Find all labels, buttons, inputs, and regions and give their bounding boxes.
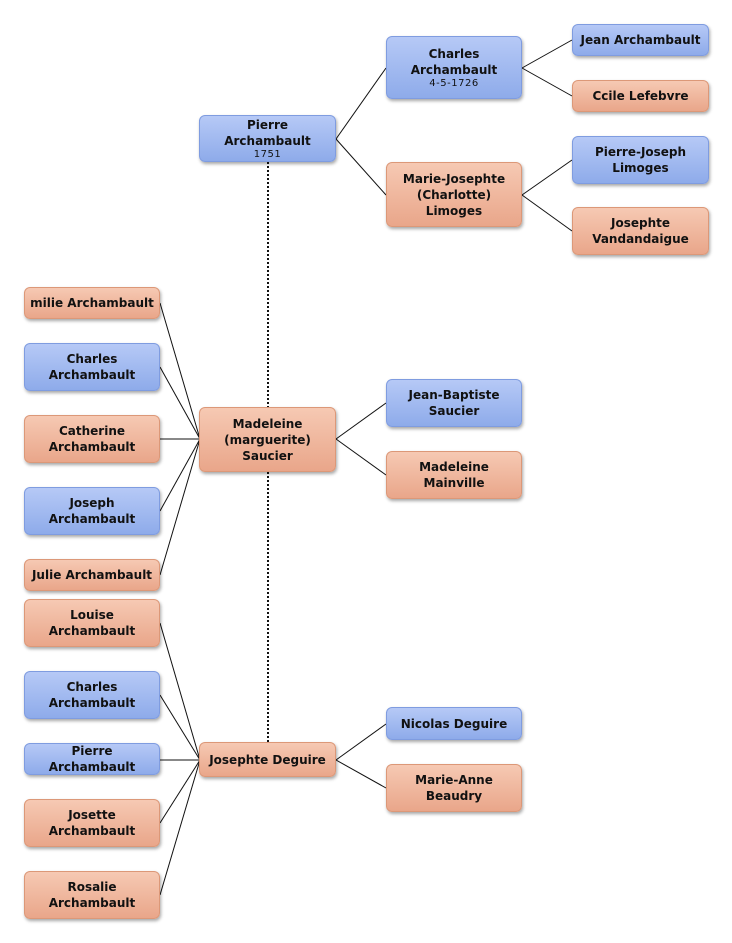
person-name: Josephte Vandandaigue xyxy=(592,216,689,246)
person-name: Rosalie Archambault xyxy=(48,880,136,910)
child-link xyxy=(159,366,201,440)
person-name: Charles Archambault xyxy=(48,680,136,710)
person-node-pierre-archambault[interactable]: Pierre Archambault 1751 xyxy=(199,115,336,162)
person-name: Pierre Archambault xyxy=(48,744,136,774)
child-link xyxy=(159,759,201,896)
person-name: Jean Archambault xyxy=(580,33,701,47)
parent-link xyxy=(521,194,573,232)
person-name: Julie Archambault xyxy=(31,568,153,582)
person-date: 4-5-1726 xyxy=(429,77,479,89)
parent-link xyxy=(335,402,387,440)
person-node-charles-archambault-child-2[interactable]: Charles Archambault xyxy=(24,671,160,719)
person-name: Joseph Archambault xyxy=(48,496,136,526)
person-name: Pierre Archambault xyxy=(224,117,311,148)
child-link xyxy=(159,438,201,512)
person-node-nicolas-deguire[interactable]: Nicolas Deguire xyxy=(386,707,522,740)
parent-link xyxy=(335,138,387,196)
child-link xyxy=(159,759,201,824)
person-name: Josephte Deguire xyxy=(209,752,326,767)
person-node-joseph-archambault[interactable]: Joseph Archambault xyxy=(24,487,160,535)
person-node-charles-archambault-father[interactable]: Charles Archambault 4-5-1726 xyxy=(386,36,522,99)
person-name: Madeleine (marguerite) Saucier xyxy=(224,416,311,463)
person-node-madeleine-saucier[interactable]: Madeleine (marguerite) Saucier xyxy=(199,407,336,472)
person-name: Marie-Josephte (Charlotte) Limoges xyxy=(402,171,506,218)
child-link xyxy=(159,622,201,761)
parent-link xyxy=(521,39,573,69)
person-node-pierre-archambault-child[interactable]: Pierre Archambault xyxy=(24,743,160,775)
person-node-catherine-archambault[interactable]: Catherine Archambault xyxy=(24,415,160,463)
person-name: Nicolas Deguire xyxy=(400,716,508,731)
person-node-jean-archambault[interactable]: Jean Archambault xyxy=(572,24,709,56)
person-node-jean-baptiste-saucier[interactable]: Jean-Baptiste Saucier xyxy=(386,379,522,427)
person-node-julie-archambault[interactable]: Julie Archambault xyxy=(24,559,160,591)
person-name: Pierre-Joseph Limoges xyxy=(594,145,687,175)
parent-link xyxy=(335,438,387,476)
person-name: Charles Archambault xyxy=(48,352,136,382)
parent-link xyxy=(521,159,573,196)
person-node-louise-archambault[interactable]: Louise Archambault xyxy=(24,599,160,647)
person-node-rosalie-archambault[interactable]: Rosalie Archambault xyxy=(24,871,160,919)
parent-link xyxy=(335,723,387,761)
person-node-josephte-vandandaigue[interactable]: Josephte Vandandaigue xyxy=(572,207,709,255)
person-node-marie-anne-beaudry[interactable]: Marie-Anne Beaudry xyxy=(386,764,522,812)
person-name: milie Archambault xyxy=(30,296,154,310)
child-link xyxy=(159,438,201,576)
child-link xyxy=(159,694,201,761)
person-name: Marie-Anne Beaudry xyxy=(415,773,493,803)
person-node-josephte-deguire[interactable]: Josephte Deguire xyxy=(199,742,336,777)
parent-link xyxy=(335,67,387,140)
parent-link xyxy=(521,67,573,97)
person-name: Jean-Baptiste Saucier xyxy=(408,388,500,418)
person-name: Josette Archambault xyxy=(48,808,136,838)
parent-link xyxy=(335,759,387,789)
person-name: Madeleine Mainville xyxy=(419,460,489,490)
person-node-ccile-lefebvre[interactable]: Ccile Lefebvre xyxy=(572,80,709,112)
person-node-marie-josephte-limoges[interactable]: Marie-Josephte (Charlotte) Limoges xyxy=(386,162,522,227)
person-date: 1751 xyxy=(253,148,282,160)
person-node-charles-archambault-child[interactable]: Charles Archambault xyxy=(24,343,160,391)
person-name: Louise Archambault xyxy=(48,608,136,638)
child-link xyxy=(159,302,201,440)
person-name: Catherine Archambault xyxy=(48,424,136,454)
person-node-josette-archambault[interactable]: Josette Archambault xyxy=(24,799,160,847)
person-name: Ccile Lefebvre xyxy=(592,89,689,103)
person-node-milie-archambault[interactable]: milie Archambault xyxy=(24,287,160,319)
person-name: Charles Archambault xyxy=(410,46,498,77)
person-node-madeleine-mainville[interactable]: Madeleine Mainville xyxy=(386,451,522,499)
person-node-pierre-joseph-limoges[interactable]: Pierre-Joseph Limoges xyxy=(572,136,709,184)
